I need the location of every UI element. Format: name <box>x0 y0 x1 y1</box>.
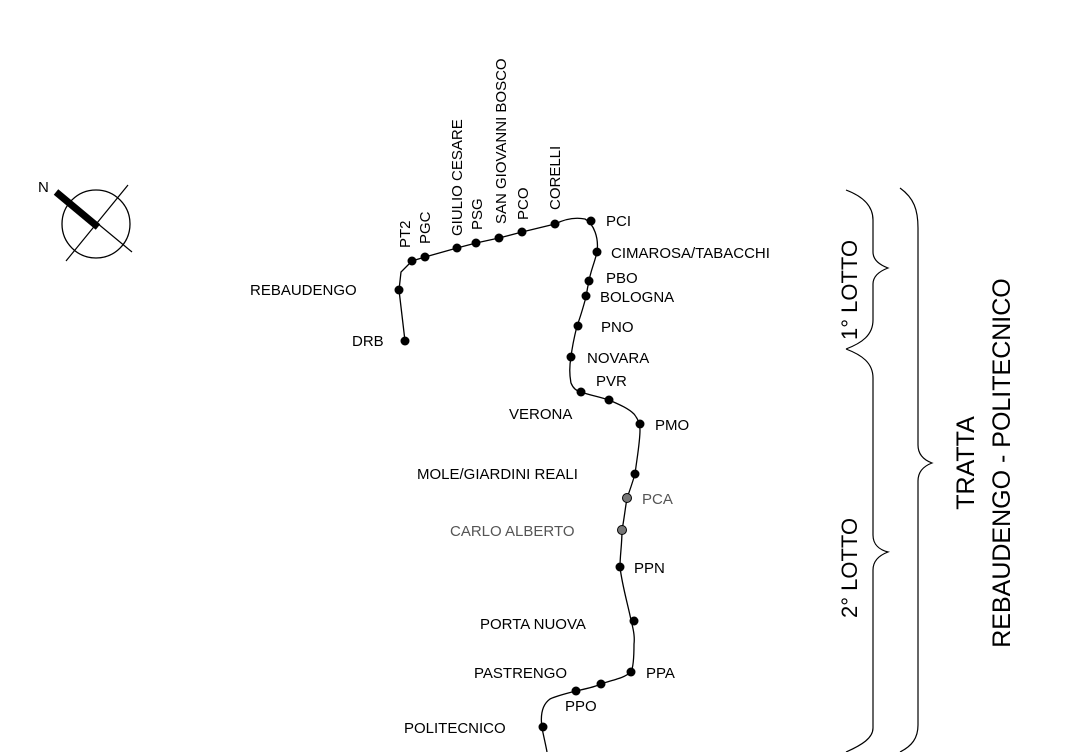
lot1-brace <box>845 189 890 350</box>
station-dot-pastrengo[interactable] <box>596 679 606 689</box>
station-dot-ppa[interactable] <box>626 667 636 677</box>
station-label-giulio-cesare: GIULIO CESARE <box>449 119 466 236</box>
section-title-line2: REBAUDENGO - POLITECNICO <box>988 278 1016 648</box>
station-dot-pmo[interactable] <box>635 419 645 429</box>
station-dot-pvr[interactable] <box>576 387 586 397</box>
station-dot-mole-giardini-reali[interactable] <box>630 469 640 479</box>
station-dots <box>394 216 645 732</box>
station-label-corelli: CORELLI <box>547 146 564 210</box>
station-label-pca: PCA <box>642 491 673 508</box>
compass: N <box>38 179 133 262</box>
section-brace <box>899 187 934 752</box>
station-label-novara: NOVARA <box>587 350 649 367</box>
station-dot-ppn[interactable] <box>615 562 625 572</box>
north-label: N <box>38 179 49 196</box>
station-dot-verona[interactable] <box>604 395 614 405</box>
station-dot-novara[interactable] <box>566 352 576 362</box>
vertical-station-labels: PT2 PGC GIULIO CESARE PSG SAN GIOVANNI B… <box>397 58 564 248</box>
station-label-cimarosa-tabacchi: CIMAROSA/TABACCHI <box>611 245 770 262</box>
station-label-pci: PCI <box>606 213 631 230</box>
station-label-politecnico: POLITECNICO <box>404 720 506 737</box>
station-dot-pno[interactable] <box>573 321 583 331</box>
station-dot-bologna[interactable] <box>581 291 591 301</box>
station-label-pno: PNO <box>601 319 634 336</box>
station-label-drb: DRB <box>352 333 384 350</box>
lot1-label: 1° LOTTO <box>837 240 862 340</box>
compass-circle <box>61 189 131 259</box>
station-label-ppn: PPN <box>634 560 665 577</box>
station-label-pmo: PMO <box>655 417 689 434</box>
station-label-carlo-alberto: CARLO ALBERTO <box>450 523 575 540</box>
lot2-brace <box>845 348 891 752</box>
north-arrow-icon <box>53 189 101 230</box>
station-dot-san-giovanni-bosco[interactable] <box>494 233 504 243</box>
station-dot-pbo[interactable] <box>584 276 594 286</box>
station-dot-drb[interactable] <box>400 336 410 346</box>
station-label-pastrengo: PASTRENGO <box>474 665 567 682</box>
station-label-pco: PCO <box>515 187 532 220</box>
station-label-bologna: BOLOGNA <box>600 289 674 306</box>
station-label-pvr: PVR <box>596 373 627 390</box>
station-label-rebaudengo: REBAUDENGO <box>250 282 357 299</box>
station-label-pt2: PT2 <box>397 220 414 248</box>
station-label-porta-nuova: PORTA NUOVA <box>480 616 586 633</box>
station-dot-politecnico[interactable] <box>538 722 548 732</box>
station-label-pgc: PGC <box>417 211 434 244</box>
station-dot-ppo[interactable] <box>571 686 581 696</box>
station-dot-giulio-cesare[interactable] <box>452 243 462 253</box>
station-label-ppa: PPA <box>646 665 675 682</box>
station-label-verona: VERONA <box>509 406 572 423</box>
station-dot-corelli[interactable] <box>550 219 560 229</box>
station-dot-pci[interactable] <box>586 216 596 226</box>
station-dot-psg[interactable] <box>471 238 481 248</box>
station-dot-carlo-alberto[interactable] <box>617 525 627 535</box>
station-labels: DRB REBAUDENGO PCI CIMAROSA/TABACCHI PBO… <box>250 213 770 737</box>
station-label-psg: PSG <box>469 198 486 230</box>
station-label-pbo: PBO <box>606 270 638 287</box>
lot2-label: 2° LOTTO <box>837 518 862 618</box>
station-dot-porta-nuova[interactable] <box>629 616 639 626</box>
station-label-ppo: PPO <box>565 698 597 715</box>
station-dot-pca[interactable] <box>622 493 632 503</box>
station-dot-pt2[interactable] <box>407 256 417 266</box>
station-label-mole-giardini-reali: MOLE/GIARDINI REALI <box>417 466 578 483</box>
station-dot-rebaudengo[interactable] <box>394 285 404 295</box>
lot-braces <box>845 187 934 752</box>
station-dot-pco[interactable] <box>517 227 527 237</box>
station-label-san-giovanni-bosco: SAN GIOVANNI BOSCO <box>493 58 510 224</box>
station-dot-pgc[interactable] <box>420 252 430 262</box>
station-dot-cimarosa-tabacchi[interactable] <box>592 247 602 257</box>
section-title-line1: TRATTA <box>952 416 980 510</box>
